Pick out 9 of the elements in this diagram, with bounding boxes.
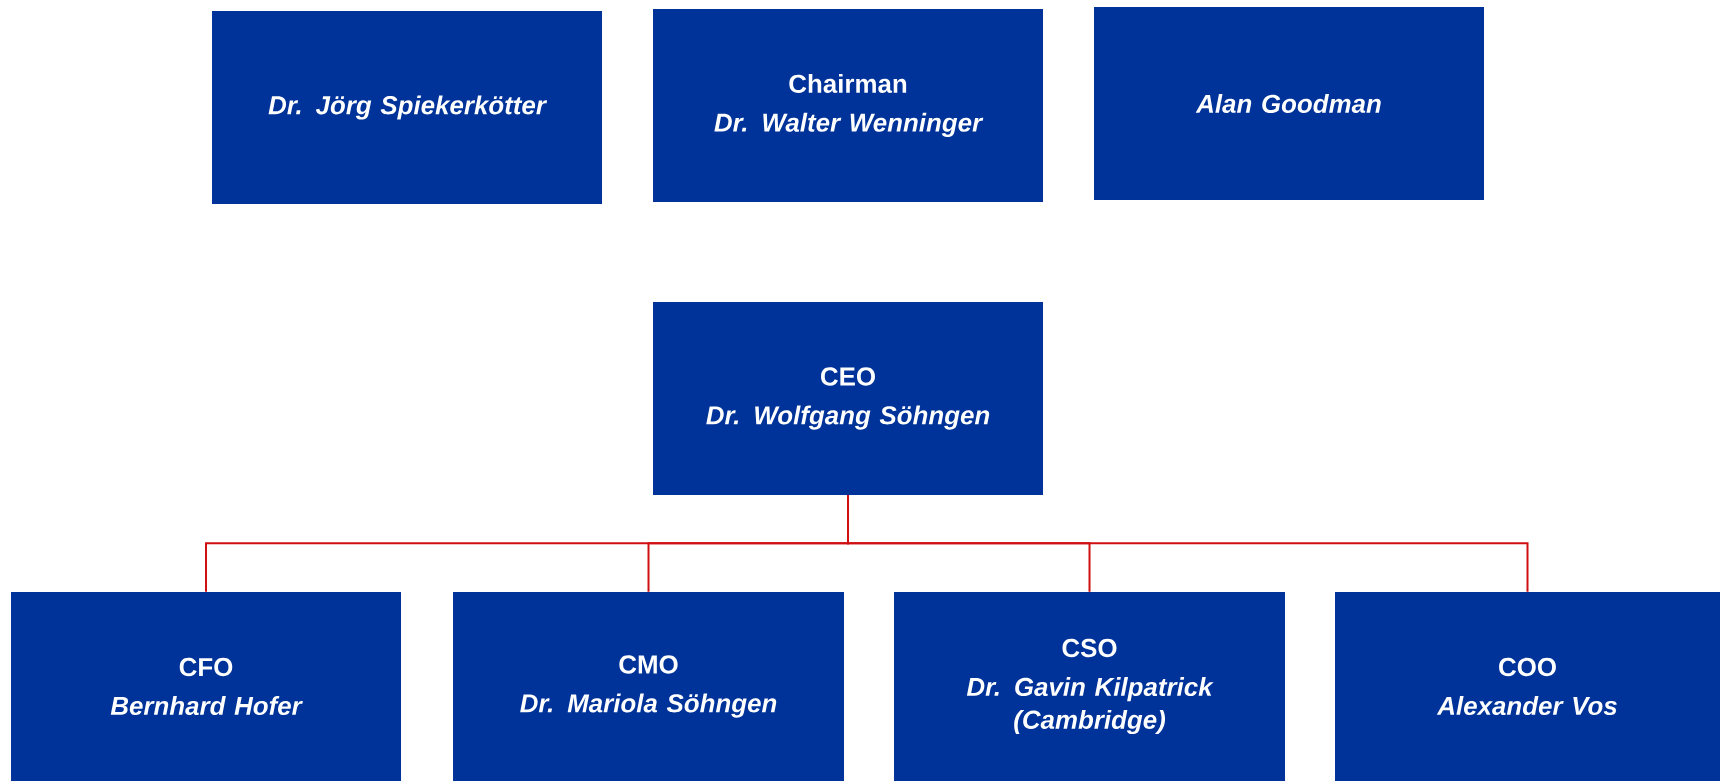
org-box: Alan Goodman <box>1094 7 1484 200</box>
org-box: CFO Bernhard Hofer <box>11 592 401 781</box>
org-box: Chairman Dr. Walter Wenninger <box>653 9 1043 202</box>
connector-line <box>847 494 1529 593</box>
org-box: COO Alexander Vos <box>1335 592 1720 781</box>
org-box: CMO Dr. Mariola Söhngen <box>453 592 844 781</box>
org-box: Dr. Jörg Spiekerkötter <box>212 11 602 204</box>
org-box: CSO Dr. Gavin Kilpatrick (Cambridge) <box>894 592 1285 781</box>
org-box: CEO Dr. Wolfgang Söhngen <box>653 302 1043 495</box>
